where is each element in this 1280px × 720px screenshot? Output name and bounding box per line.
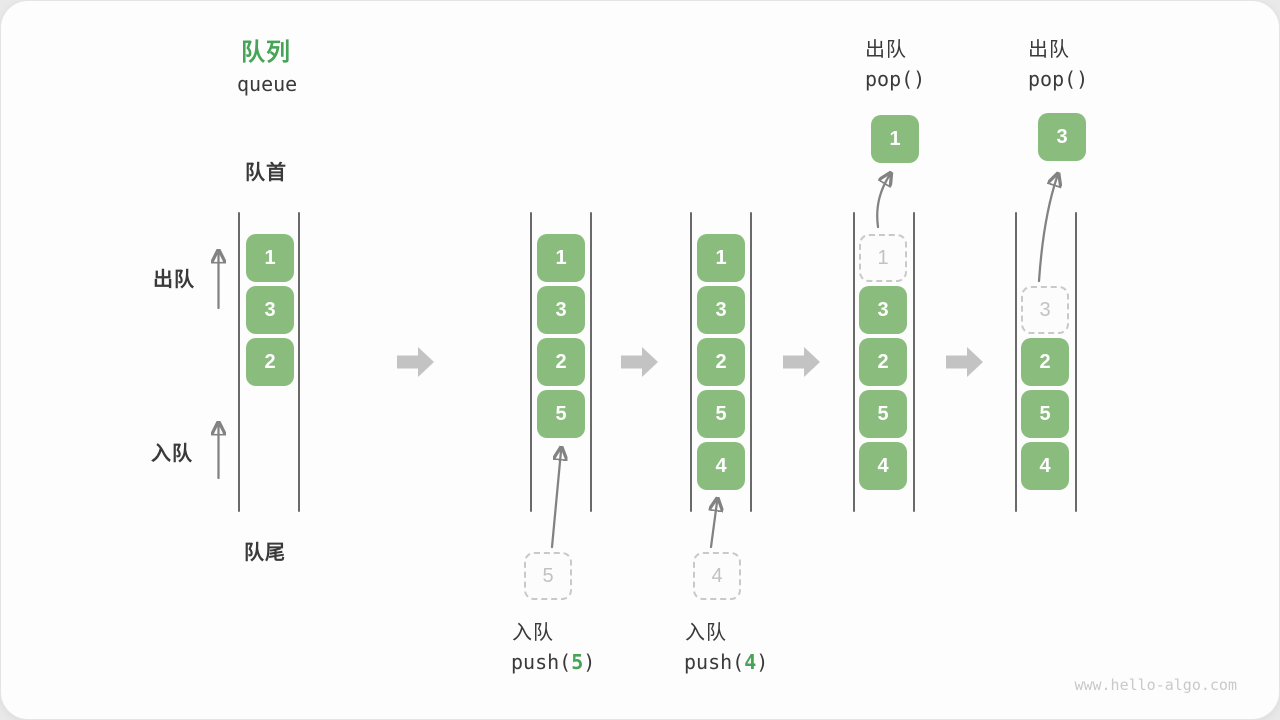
queue-item: 1 — [537, 234, 585, 282]
queue-item-ghost: 3 — [1021, 286, 1069, 334]
queue-item: 2 — [697, 338, 745, 386]
popped-item: 1 — [871, 115, 919, 163]
queue-item: 5 — [859, 390, 907, 438]
queue-item: 5 — [697, 390, 745, 438]
code-push5: push(5) — [511, 650, 595, 674]
queue-item: 5 — [537, 390, 585, 438]
label-queue-front: 队首 — [245, 162, 287, 184]
label-queue-rear: 队尾 — [244, 542, 286, 564]
code-push4: push(4) — [684, 650, 768, 674]
queue-item: 2 — [1021, 338, 1069, 386]
queue-item: 3 — [697, 286, 745, 334]
queue-item: 4 — [697, 442, 745, 490]
queue-item-ghost: 1 — [859, 234, 907, 282]
code-fn: push( — [511, 650, 572, 674]
queue-wall-right — [1075, 212, 1077, 512]
queue-item: 1 — [697, 234, 745, 282]
step-arrow-icon — [783, 347, 820, 377]
code-close: ) — [756, 650, 769, 674]
staged-item: 4 — [693, 552, 741, 600]
label-enqueue-side: 入队 — [151, 443, 193, 465]
queue-item: 2 — [537, 338, 585, 386]
label-enqueue-op: 入队 — [512, 622, 554, 644]
queue-item: 5 — [1021, 390, 1069, 438]
queue-wall-right — [913, 212, 915, 512]
queue-wall-left — [238, 212, 240, 512]
label-dequeue-side: 出队 — [153, 269, 195, 291]
queue-item: 1 — [246, 234, 294, 282]
queue-wall-left — [690, 212, 692, 512]
queue-item: 3 — [859, 286, 907, 334]
queue-wall-right — [750, 212, 752, 512]
popped-item: 3 — [1038, 113, 1086, 161]
queue-wall-left — [853, 212, 855, 512]
queue-item: 3 — [246, 286, 294, 334]
queue-item: 4 — [1021, 442, 1069, 490]
code-arg: 4 — [744, 650, 757, 674]
push4-arrow — [711, 502, 717, 549]
label-dequeue-op: 出队 — [1028, 39, 1070, 61]
label-enqueue-op: 入队 — [685, 622, 727, 644]
pop1-arrow — [876, 176, 889, 229]
queue-wall-left — [1015, 212, 1017, 512]
step-arrow-icon — [397, 347, 434, 377]
step-arrow-icon — [621, 347, 658, 377]
label-dequeue-op: 出队 — [865, 39, 907, 61]
queue-item: 2 — [246, 338, 294, 386]
code-arg: 5 — [571, 650, 584, 674]
queue-item: 3 — [537, 286, 585, 334]
queue-item: 4 — [859, 442, 907, 490]
code-pop1: pop() — [865, 67, 926, 91]
pop3-arrow — [1037, 177, 1057, 283]
queue-item: 2 — [859, 338, 907, 386]
push5-arrow — [550, 451, 561, 549]
diagram-title: 队列 — [241, 39, 291, 66]
queue-wall-right — [590, 212, 592, 512]
watermark: www.hello-algo.com — [1074, 676, 1237, 694]
code-fn: push( — [684, 650, 745, 674]
diagram-subtitle: queue — [237, 72, 298, 96]
staged-item: 5 — [524, 552, 572, 600]
step-arrow-icon — [946, 347, 983, 377]
code-pop3: pop() — [1028, 67, 1089, 91]
code-close: ) — [583, 650, 596, 674]
queue-wall-left — [530, 212, 532, 512]
queue-wall-right — [298, 212, 300, 512]
